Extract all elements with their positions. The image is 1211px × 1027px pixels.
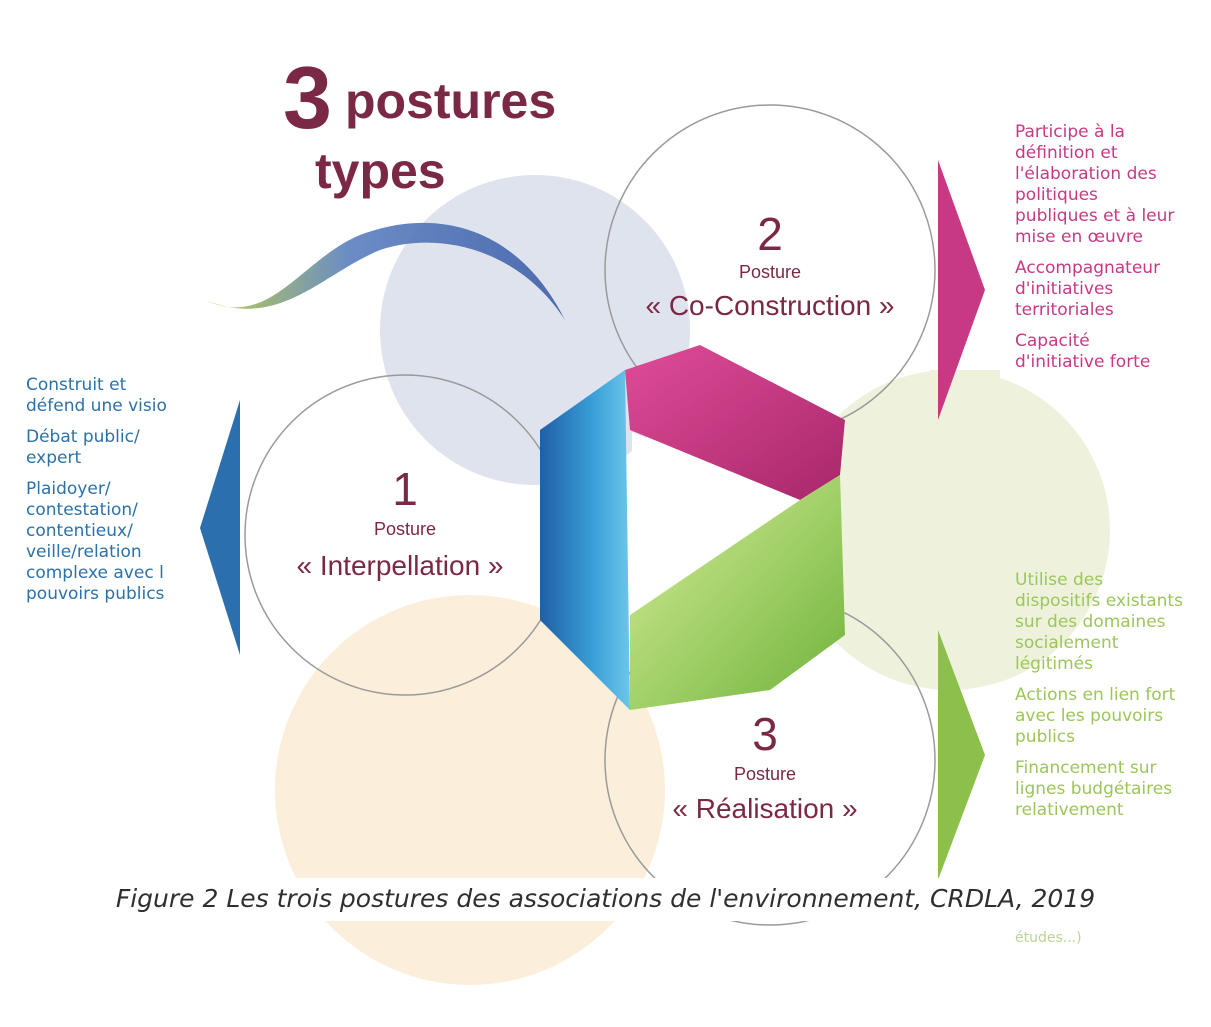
figure-caption: Figure 2 Les trois postures des associat… — [0, 878, 1211, 921]
arrow-left-blue — [200, 400, 240, 655]
title-line2: types — [315, 143, 446, 199]
posture-2-number: 2 — [757, 208, 783, 260]
arrow-right-pink — [938, 160, 985, 420]
posture-3-number: 3 — [752, 708, 778, 760]
swoosh-decoration — [205, 222, 565, 320]
ribbon-center — [632, 432, 800, 612]
posture-1-number: 1 — [392, 463, 418, 515]
posture-1-label: Posture — [374, 519, 436, 539]
ribbon-pink — [625, 345, 845, 500]
tail-text: études...) — [1015, 930, 1082, 946]
ribbon-green — [630, 475, 845, 710]
ribbon-blue — [540, 370, 630, 710]
title-line1: postures — [345, 73, 556, 129]
central-ribbon — [540, 345, 845, 710]
title-number: 3 — [283, 48, 332, 147]
posture-2-label: Posture — [739, 262, 801, 282]
arrow-right-green — [938, 630, 985, 880]
left-item: Débat public/expert — [26, 427, 140, 468]
posture-3-label: Posture — [734, 764, 796, 784]
left-item: Plaidoyer/contestation/contentieux/veill… — [26, 479, 165, 604]
posture-1-name: « Interpellation » — [296, 550, 503, 581]
background-band-green — [930, 370, 1000, 630]
posture-3-name: « Réalisation » — [672, 793, 857, 824]
posture-2-name: « Co-Construction » — [645, 290, 894, 321]
